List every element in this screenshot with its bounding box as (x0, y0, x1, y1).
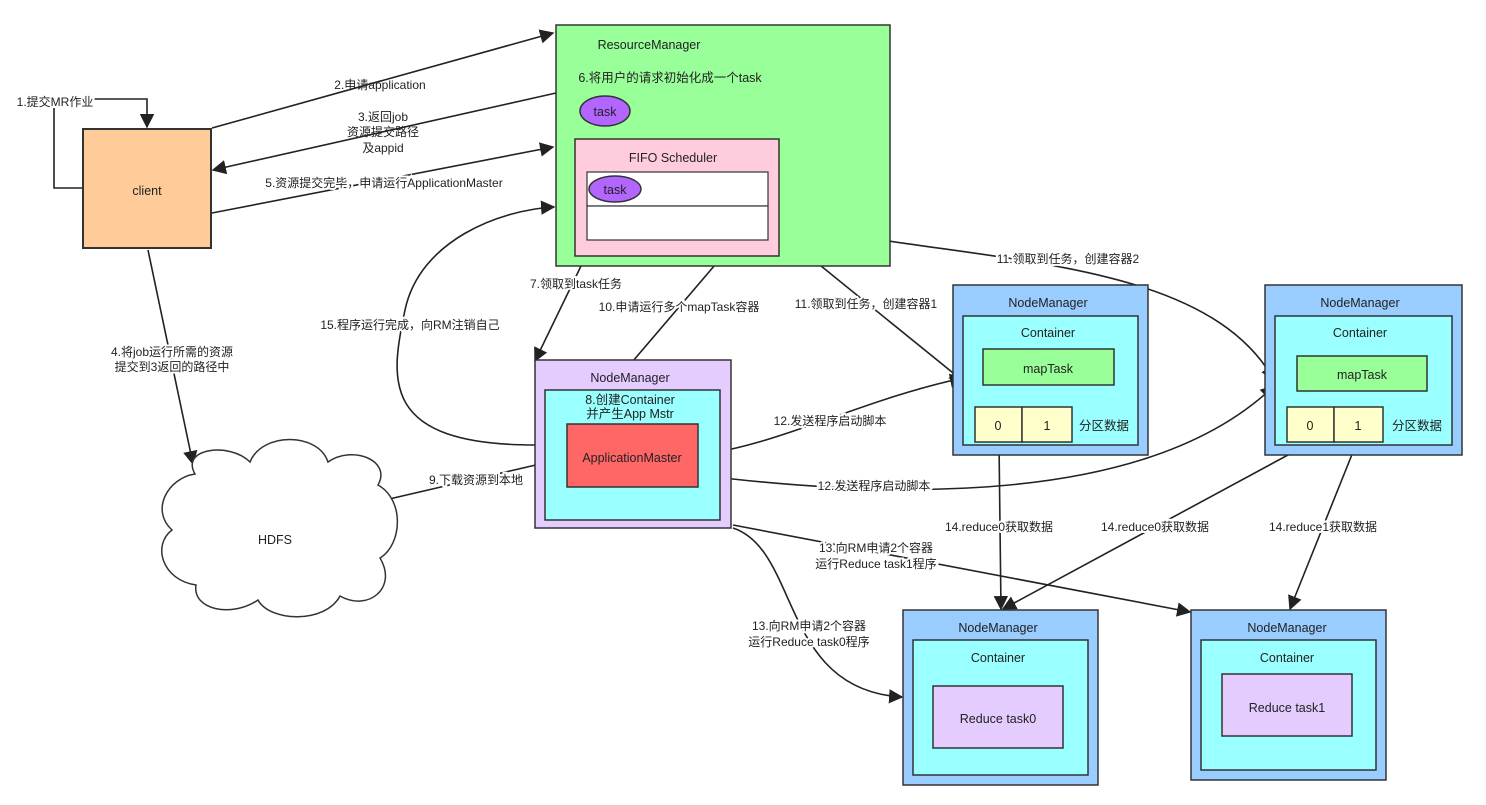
edge-3-label-2: 资源提交路径 (347, 124, 419, 139)
rm-task-label: task (594, 105, 618, 119)
map-node-2-task-box (1296, 355, 1428, 392)
am-container-text-1: 8.创建Container (585, 393, 675, 407)
map-node-1-partition-1-label: 1 (1044, 419, 1051, 433)
edge-13a (732, 524, 1192, 617)
edge-3 (211, 92, 557, 175)
edge-4-label-1: 4.将job运行所需的资源 (111, 344, 233, 359)
map-node-1-container-label: Container (1021, 326, 1075, 340)
edge-14b-label: 14.reduce0获取数据 (1101, 519, 1209, 534)
map-node-1-partition-0-label: 0 (995, 419, 1002, 433)
edge-13b (732, 527, 904, 704)
edge-2-label: 2.申请application (334, 78, 425, 92)
am-node-manager: NodeManager 8.创建Container 并产生App Mstr Ap… (534, 359, 732, 529)
map-node-2-task-label: mapTask (1337, 368, 1388, 382)
map-node-1-task-label: mapTask (1023, 362, 1074, 376)
app-master-label: ApplicationMaster (582, 451, 681, 465)
edge-labels: 1.提交MR作业 2.申请application 3.返回job 资源提交路径 … (15, 78, 1379, 651)
edge-12b-label: 12.发送程序启动脚本 (818, 478, 931, 493)
map-node-1-title: NodeManager (1008, 296, 1087, 310)
hdfs-label: HDFS (258, 533, 292, 547)
map-node-1: NodeManager Container mapTask 0 1 分区数据 (952, 284, 1149, 456)
reduce-node-1-container-label: Container (1260, 651, 1314, 665)
reduce-node-0-task-box (932, 685, 1064, 749)
reduce-node-0-container-label: Container (971, 651, 1025, 665)
reduce-node-1-task-box (1221, 673, 1353, 737)
edge-13b-label-2: 运行Reduce task0程序 (748, 634, 869, 649)
hdfs-cloud-shape (161, 438, 399, 618)
edge-9-label: 9.下载资源到本地 (429, 473, 523, 487)
map-node-1-task-box (982, 348, 1115, 386)
edge-14b (1001, 441, 1313, 610)
edge-5 (211, 142, 555, 214)
edge-15 (396, 200, 556, 446)
resource-manager-title: ResourceManager (598, 38, 701, 52)
map-node-1-partition-text: 分区数据 (1079, 418, 1129, 433)
edge-4 (147, 249, 198, 466)
edge-11a-label: 11.领取到任务，创建容器1 (795, 296, 938, 311)
reduce-node-0-title: NodeManager (958, 621, 1037, 635)
edge-2 (211, 29, 555, 129)
map-node-2-title: NodeManager (1320, 296, 1399, 310)
edge-12b (697, 385, 1276, 491)
map-node-2-partition-text: 分区数据 (1392, 418, 1442, 433)
edge-14a-label: 14.reduce0获取数据 (945, 519, 1053, 534)
fifo-task-ellipse (588, 175, 642, 203)
map-node-2-container-label: Container (1333, 326, 1387, 340)
edge-11b-label: 11.领取到任务，创建容器2 (997, 251, 1140, 266)
map-node-1-partition-0 (974, 406, 1023, 443)
edge-15-label: 15.程序运行完成，向RM注销自己 (320, 317, 499, 332)
edge-14c (1288, 441, 1358, 611)
fifo-queue-slot-2 (586, 205, 769, 241)
edge-13b-label-1: 13.向RM申请2个容器 (752, 618, 866, 633)
edge-14a (993, 441, 1009, 611)
map-node-2-partition-0-label: 0 (1307, 419, 1314, 433)
am-node-title: NodeManager (590, 371, 669, 385)
edge-10-label: 10.申请运行多个mapTask容器 (599, 299, 760, 314)
edge-5-label: 5.资源提交完毕，申请运行ApplicationMaster (265, 175, 502, 190)
reduce-node-0-task-label: Reduce task0 (960, 712, 1036, 726)
map-node-2-partition-1 (1333, 406, 1384, 443)
map-node-2-partition-1-label: 1 (1355, 419, 1362, 433)
reduce-node-0: NodeManager Container Reduce task0 (902, 609, 1099, 786)
fifo-task-label: task (604, 183, 628, 197)
app-master-box (566, 423, 699, 488)
client-node: client (82, 128, 212, 249)
client-box (82, 128, 212, 249)
edge-1-label: 1.提交MR作业 (17, 94, 94, 109)
edge-13a-label-1: 13.向RM申请2个容器 (819, 540, 933, 555)
client-label: client (132, 184, 162, 198)
edge-13a-label-2: 运行Reduce task1程序 (815, 556, 936, 571)
map-node-1-partition-1 (1021, 406, 1073, 443)
fifo-scheduler-title: FIFO Scheduler (629, 151, 717, 165)
edge-3-label-1: 3.返回job (358, 110, 408, 124)
edge-4-label-2: 提交到3返回的路径中 (115, 359, 230, 374)
rm-task-ellipse (579, 95, 631, 127)
edge-7-label: 7.领取到task任务 (530, 276, 622, 291)
resource-manager-init-text: 6.将用户的请求初始化成一个task (578, 70, 762, 85)
reduce-node-1-task-label: Reduce task1 (1249, 701, 1325, 715)
edge-12a-label: 12.发送程序启动脚本 (774, 413, 887, 428)
am-container-text-2: 并产生App Mstr (586, 407, 674, 421)
reduce-node-1-title: NodeManager (1247, 621, 1326, 635)
hdfs-node: HDFS (161, 438, 399, 618)
map-node-2: NodeManager Container mapTask 0 1 分区数据 (1264, 284, 1463, 456)
reduce-node-1: NodeManager Container Reduce task1 (1190, 609, 1387, 781)
edge-1 (53, 98, 155, 189)
edge-3-label-3: 及appid (362, 141, 403, 155)
edge-14c-label: 14.reduce1获取数据 (1269, 519, 1377, 534)
resource-manager: ResourceManager 6.将用户的请求初始化成一个task task … (555, 24, 891, 267)
